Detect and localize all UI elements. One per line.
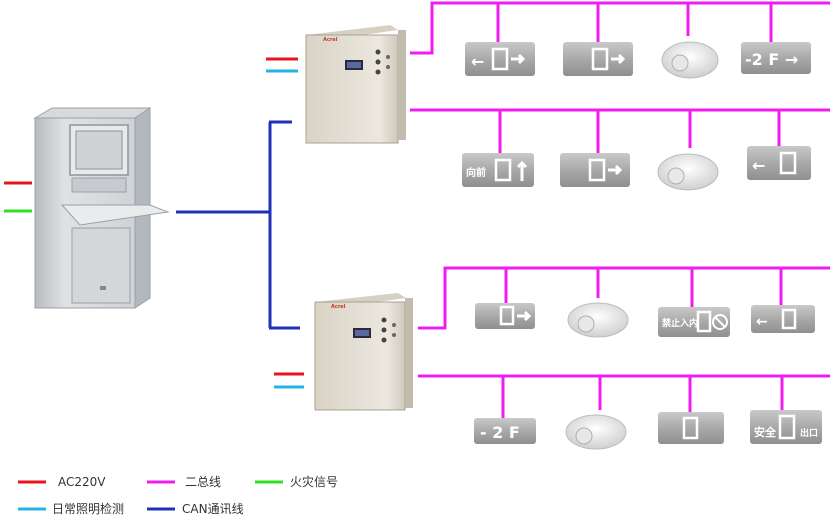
legend-label-two-wire-bus: 二总线 — [185, 475, 221, 489]
exit-sign-r2-1: 向前 — [462, 153, 534, 187]
legend: AC220V 二总线 火灾信号 日常照明检测 CAN通讯线 — [18, 474, 338, 516]
emergency-lamp-r1-3 — [661, 41, 719, 79]
emergency-lamp-r2-3 — [657, 153, 719, 191]
no-entry-sign-r3-3: 禁止入内 — [658, 307, 730, 337]
emergency-lamp-r3-2 — [567, 302, 629, 338]
bus-row-1 — [410, 1, 830, 55]
can-lines — [176, 120, 300, 330]
svg-text:安全: 安全 — [754, 425, 777, 439]
cabinet-upper-brand: Acrel — [323, 37, 338, 43]
emergency-lamp-r4-2 — [565, 414, 627, 450]
input-stubs — [4, 57, 304, 389]
exit-sign-r2-2 — [560, 153, 630, 187]
control-cabinet-upper: Acrel — [305, 25, 406, 144]
svg-text:←: ← — [756, 314, 768, 330]
svg-text:-2 F →: -2 F → — [745, 50, 798, 69]
svg-text:出口: 出口 — [800, 427, 818, 439]
control-cabinet-lower: Acrel — [314, 293, 413, 411]
exit-sign-r4-3 — [658, 412, 724, 444]
legend-label-can: CAN通讯线 — [182, 502, 244, 516]
floor-sign-r1-4: -2 F → — [741, 42, 811, 74]
svg-text:←: ← — [471, 52, 484, 71]
svg-text:- 2 F: - 2 F — [480, 423, 520, 442]
safety-exit-sign-r4-4: 安全 出口 — [750, 410, 822, 444]
floor-sign-r4-1: - 2 F — [474, 418, 536, 444]
exit-sign-r2-4: ← — [747, 146, 811, 180]
exit-sign-r3-1 — [475, 303, 535, 329]
bus-row-3 — [418, 266, 830, 330]
legend-label-daylight: 日常照明检测 — [52, 501, 124, 516]
svg-text:禁止入内: 禁止入内 — [662, 317, 698, 329]
legend-label-ac220v: AC220V — [58, 475, 106, 489]
kiosk-keyboard-tray — [60, 204, 170, 226]
legend-label-fire-signal: 火灾信号 — [290, 474, 338, 489]
exit-sign-r3-4: ← — [751, 305, 815, 333]
svg-text:向前: 向前 — [466, 166, 486, 179]
exit-sign-r1-1: ← — [465, 42, 535, 76]
svg-text:←: ← — [752, 156, 765, 175]
bus-lines — [410, 1, 830, 418]
host-kiosk — [33, 107, 170, 309]
exit-sign-r1-2 — [563, 42, 633, 76]
cabinet-lower-brand: Acrel — [331, 304, 346, 310]
